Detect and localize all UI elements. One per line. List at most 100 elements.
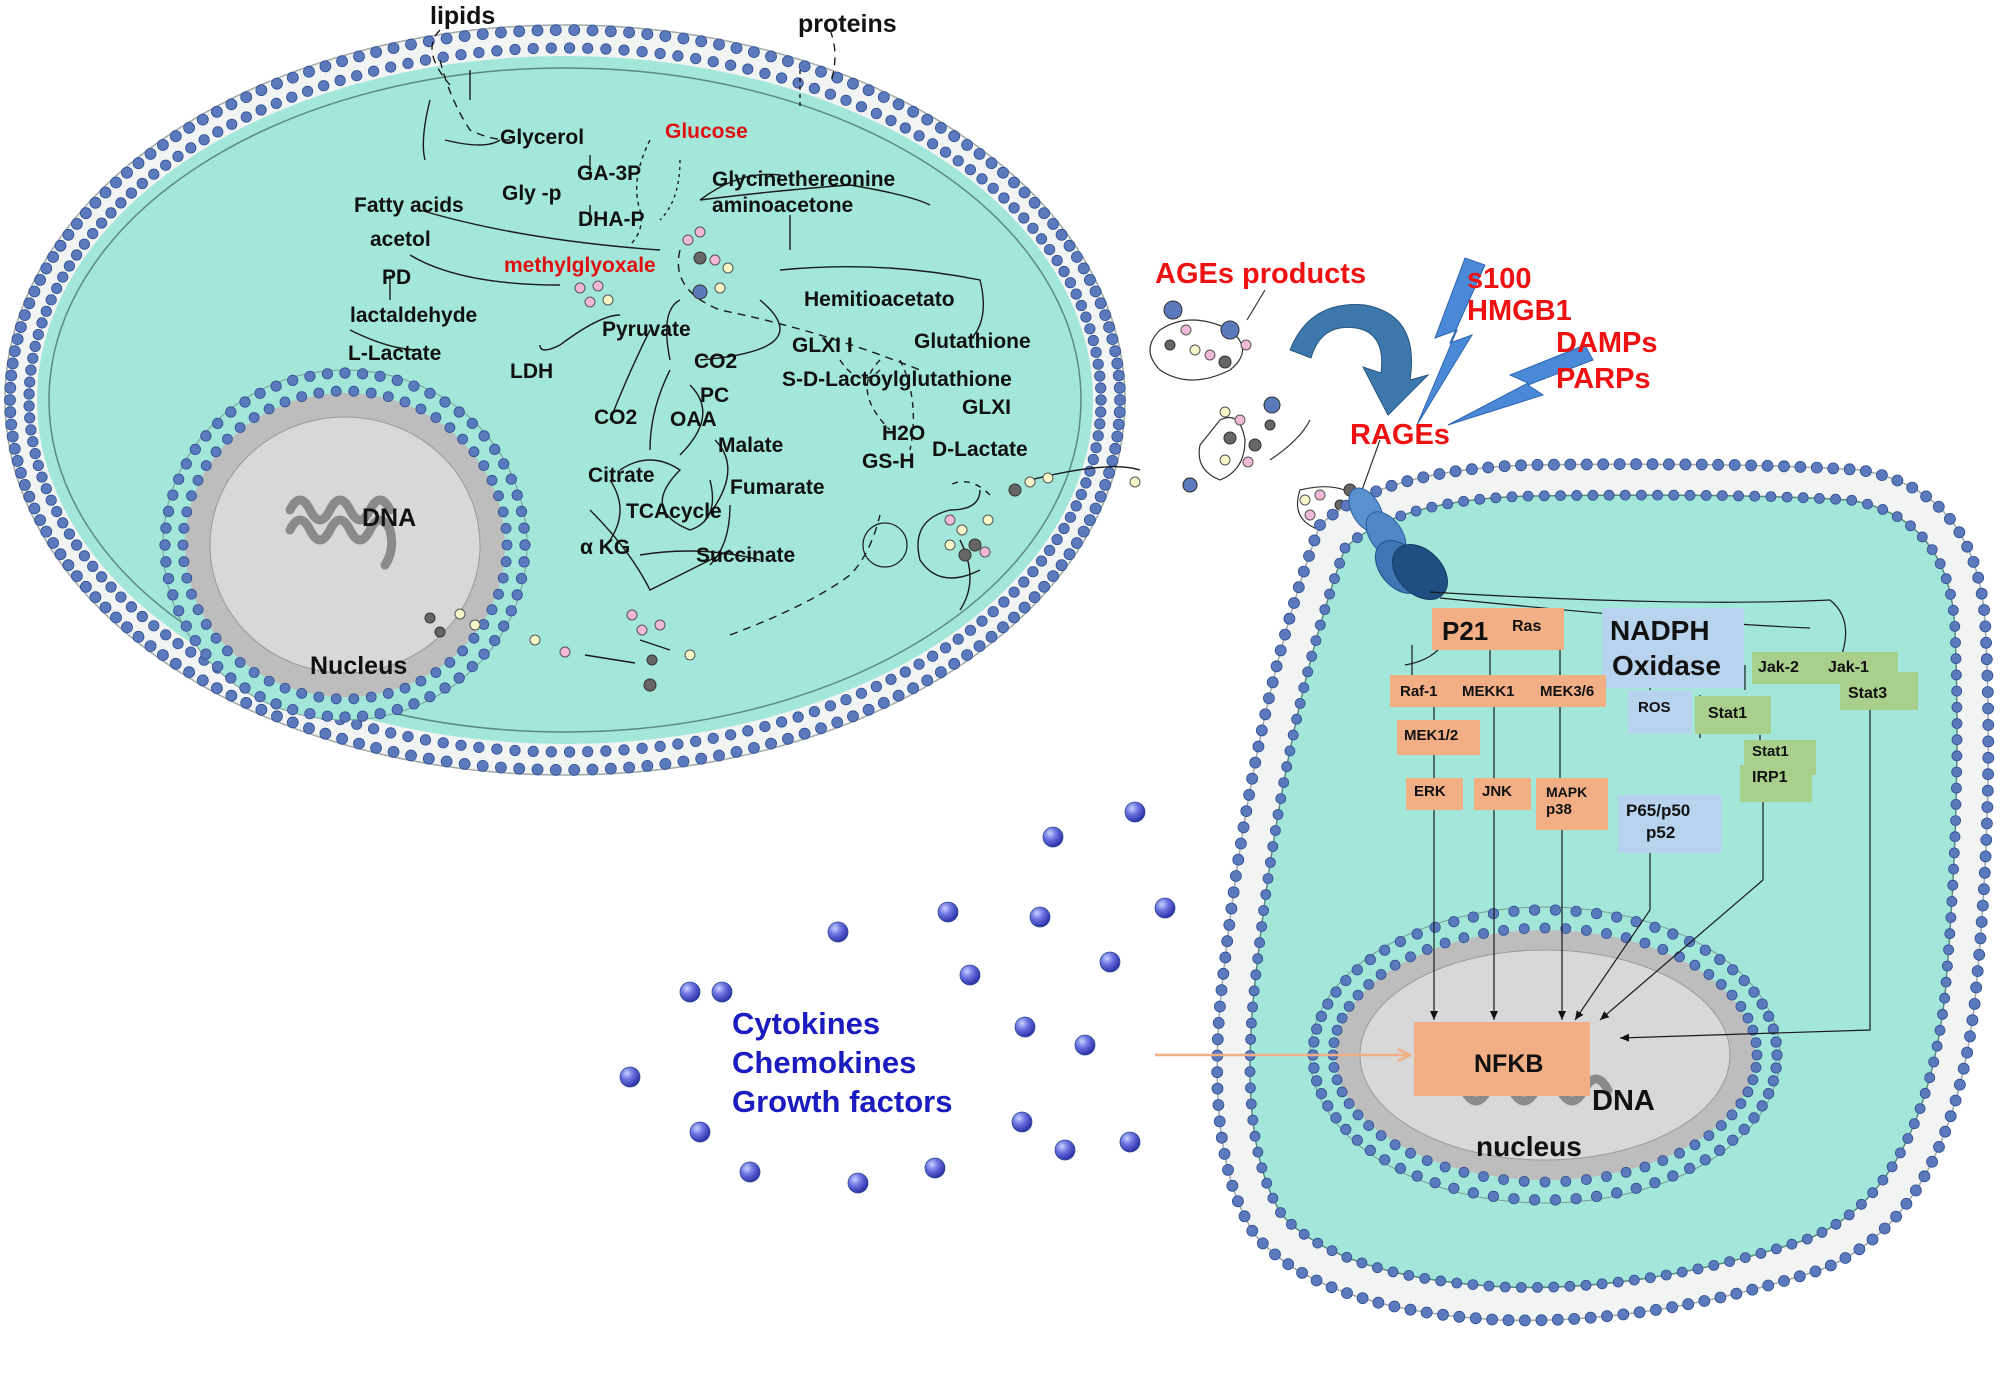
- membrane-bead: [1916, 531, 1928, 543]
- membrane-bead: [1419, 1273, 1431, 1284]
- membrane-bead: [115, 591, 127, 603]
- membrane-bead: [1364, 953, 1376, 966]
- membrane-bead: [367, 723, 380, 735]
- membrane-bead: [156, 138, 169, 151]
- membrane-bead: [759, 720, 771, 733]
- membrane-bead: [178, 522, 190, 534]
- membrane-bead: [1763, 1010, 1775, 1023]
- membrane-bead: [1055, 559, 1068, 572]
- label-p52: p52: [1646, 823, 1675, 842]
- membrane-bead: [296, 391, 308, 403]
- membrane-bead: [1877, 503, 1889, 515]
- membrane-bead: [513, 762, 526, 775]
- membrane-bead: [1982, 735, 1995, 748]
- membrane-bead: [1341, 1251, 1353, 1263]
- label-nucleus-right: nucleus: [1476, 1131, 1582, 1162]
- membrane-bead: [1226, 1179, 1239, 1192]
- membrane-bead: [1486, 1313, 1498, 1326]
- membrane-bead: [1225, 902, 1238, 915]
- membrane-bead: [110, 611, 122, 624]
- membrane-bead: [23, 297, 36, 310]
- membrane-bead: [1429, 921, 1441, 933]
- membrane-bead: [1490, 492, 1502, 504]
- membrane-bead: [1824, 1259, 1837, 1272]
- membrane-bead: [1700, 489, 1712, 501]
- membrane-bead: [724, 729, 737, 741]
- membrane-bead: [1747, 1024, 1759, 1036]
- membrane-bead: [1581, 925, 1592, 936]
- membrane-bead: [105, 207, 117, 219]
- membrane-bead: [1580, 1279, 1592, 1291]
- membrane-bead: [659, 758, 672, 770]
- membrane-bead: [105, 581, 117, 593]
- membrane-bead: [1351, 964, 1363, 976]
- membrane-bead: [1482, 461, 1495, 474]
- membrane-bead: [1814, 492, 1825, 504]
- ages-binding-arrow: [1289, 304, 1430, 416]
- membrane-bead: [304, 370, 316, 382]
- membrane-bead: [1334, 557, 1345, 569]
- membrane-bead: [1611, 1187, 1623, 1199]
- secreted-factor-particle: [1042, 826, 1064, 848]
- membrane-bead: [200, 619, 212, 630]
- secreted-factor-particle: [924, 1157, 946, 1179]
- membrane-bead: [1982, 719, 1995, 731]
- membrane-bead: [279, 396, 291, 408]
- membrane-bead: [1112, 369, 1125, 382]
- membrane-bead: [1548, 1281, 1560, 1293]
- membrane-bead: [1973, 948, 1986, 961]
- membrane-bead: [1945, 912, 1957, 923]
- membrane-bead: [419, 54, 432, 66]
- label-hmgb1: HMGB1: [1467, 295, 1572, 327]
- membrane-bead: [1090, 346, 1102, 358]
- membrane-bead: [180, 458, 192, 470]
- membrane-bead: [1793, 1270, 1806, 1283]
- membrane-bead: [961, 649, 973, 661]
- membrane-bead: [1315, 1010, 1328, 1023]
- membrane-bead: [286, 71, 299, 84]
- membrane-bead: [1515, 1282, 1527, 1293]
- membrane-bead: [1433, 468, 1446, 480]
- membrane-bead: [677, 32, 690, 45]
- label-ros: ROS: [1638, 699, 1671, 716]
- label-oxidase: Oxidase: [1612, 650, 1721, 681]
- membrane-bead: [1221, 935, 1234, 948]
- membrane-bead: [1498, 460, 1511, 473]
- membrane-bead: [71, 539, 83, 551]
- membrane-bead: [892, 689, 905, 702]
- membrane-bead: [125, 187, 137, 199]
- membrane-bead: [1950, 799, 1962, 810]
- membrane-bead: [1668, 489, 1680, 501]
- membrane-bead: [1211, 1066, 1224, 1079]
- label-aminoacetone: aminoacetone: [712, 194, 853, 217]
- membrane-bead: [169, 130, 182, 143]
- membrane-bead: [367, 65, 380, 77]
- membrane-bead: [1469, 1312, 1482, 1325]
- membrane-bead: [1981, 817, 1993, 830]
- membrane-bead: [1095, 382, 1107, 394]
- membrane-bead: [497, 572, 509, 584]
- membrane-bead: [1538, 490, 1550, 502]
- membrane-bead: [1830, 493, 1841, 505]
- label-nadph: NADPH: [1610, 615, 1710, 646]
- membrane-bead: [287, 374, 299, 386]
- membrane-bead: [1099, 309, 1112, 322]
- membrane-bead: [1411, 928, 1423, 940]
- membrane-bead: [1388, 1300, 1401, 1313]
- membrane-bead: [1878, 1222, 1891, 1235]
- label-co2-a: CO2: [694, 350, 737, 373]
- membrane-bead: [34, 273, 46, 286]
- membrane-bead: [57, 271, 69, 283]
- membrane-bead: [430, 412, 442, 423]
- membrane-bead: [1778, 460, 1790, 473]
- membrane-bead: [1008, 176, 1020, 189]
- label-l-lactate: L-Lactate: [348, 342, 441, 365]
- membrane-bead: [855, 687, 868, 699]
- secreted-factor-particle: [959, 964, 981, 986]
- membrane-bead: [1084, 323, 1096, 335]
- membrane-bead: [192, 474, 204, 486]
- membrane-bead: [1508, 1193, 1520, 1205]
- membrane-bead: [1532, 1282, 1543, 1293]
- membrane-bead: [1256, 921, 1267, 932]
- membrane-bead: [1292, 581, 1305, 594]
